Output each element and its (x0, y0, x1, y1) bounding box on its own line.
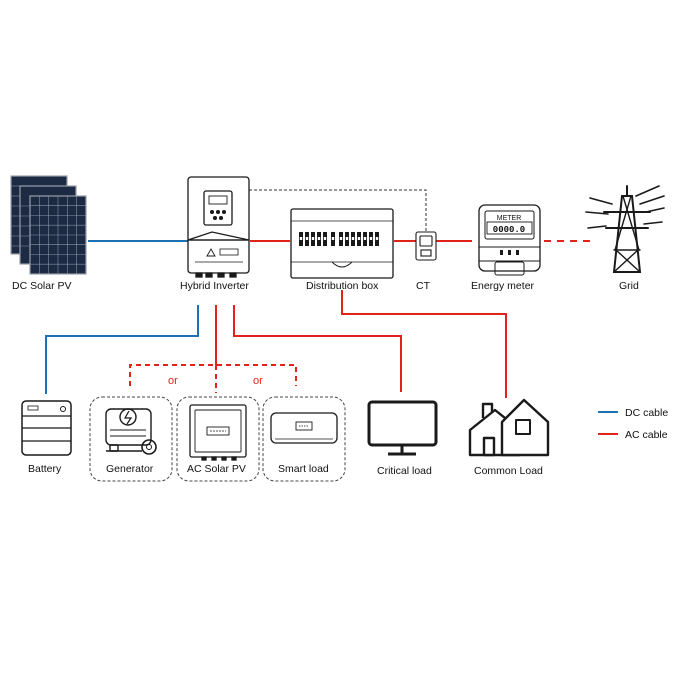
ct-signal-line (249, 189, 427, 232)
ac-solar-pv-label: AC Solar PV (187, 463, 246, 475)
legend-ac-label: AC cable (625, 429, 668, 441)
grid-tower-icon (585, 185, 665, 273)
legend-dc-label: DC cable (625, 407, 668, 419)
smart-load-label: Smart load (278, 463, 329, 475)
grid-label: Grid (619, 280, 639, 292)
hybrid-inverter-icon (187, 176, 250, 278)
critical-load-icon (367, 400, 438, 456)
common-load-icon (468, 398, 550, 457)
distribution-box-label: Distribution box (306, 280, 379, 292)
ct-label: CT (416, 280, 431, 292)
meter-reading: 0000.0 (493, 225, 525, 235)
cables (45, 189, 590, 398)
energy-meter-label: Energy meter (471, 280, 535, 292)
critical-load-label: Critical load (377, 465, 432, 477)
energy-meter-icon (478, 204, 541, 276)
distribution-box-icon (290, 208, 394, 279)
dc-solar-pv-icon (10, 175, 87, 275)
ac-solar-pv-box (176, 396, 260, 482)
smart-load-icon (270, 412, 338, 444)
generator-icon (105, 408, 157, 455)
meter-face-text: METER (497, 215, 522, 222)
or-label-1: or (168, 375, 178, 387)
ct-icon (415, 231, 437, 261)
battery-label: Battery (28, 463, 62, 475)
ac-solar-pv-icon (189, 404, 247, 461)
ac-cable-distbox-common (341, 290, 507, 398)
or-label-2: or (253, 375, 263, 387)
legend: DC cable AC cable (598, 407, 668, 441)
ac-cable-optional-branch (129, 364, 297, 386)
smart-load-box (262, 396, 346, 482)
ac-cable-inverter-critical (233, 305, 402, 392)
battery-icon (21, 400, 72, 456)
dc-cable-inverter-battery (45, 305, 199, 394)
generator-box (89, 396, 173, 482)
dc-solar-pv-label: DC Solar PV (12, 280, 72, 292)
generator-label: Generator (106, 463, 154, 475)
hybrid-inverter-label: Hybrid Inverter (180, 280, 249, 292)
common-load-label: Common Load (474, 465, 543, 477)
